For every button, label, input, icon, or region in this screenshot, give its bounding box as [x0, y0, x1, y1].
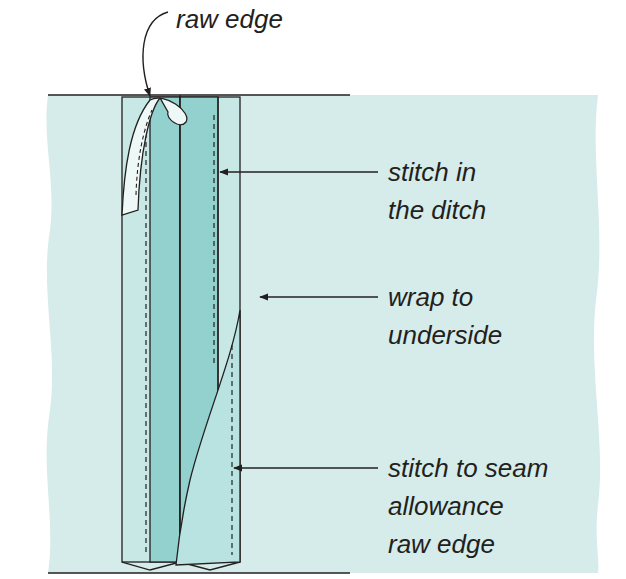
leader-line: [220, 171, 378, 172]
stitch-line: [136, 110, 152, 195]
leader-line: [234, 467, 378, 468]
callout-label: stitch to seam allowance raw edge: [388, 449, 548, 563]
wrap-flap: [176, 310, 240, 565]
raw-edge-curl: [122, 98, 187, 215]
stitch-line: [145, 115, 146, 555]
stitch-line: [231, 345, 232, 555]
stitch-line: [213, 115, 214, 365]
callout-label: raw edge: [176, 0, 283, 38]
binding-strip: [122, 95, 240, 570]
leader-line: [143, 12, 168, 96]
callout-label: wrap to underside: [388, 278, 502, 354]
fabric-edge: [48, 94, 350, 95]
leader-line: [260, 296, 378, 297]
fabric-edge: [48, 572, 350, 573]
fabric: [46, 95, 600, 573]
callout-label: stitch in the ditch: [388, 153, 486, 229]
